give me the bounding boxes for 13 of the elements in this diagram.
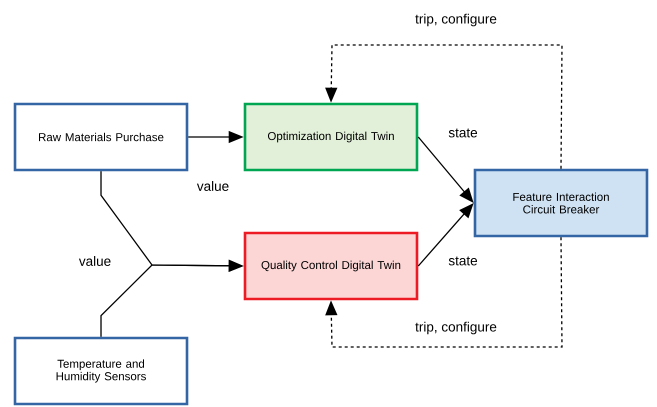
process-box: Quality Control Digital Twin bbox=[244, 232, 418, 300]
process-box: Raw Materials Purchase bbox=[14, 102, 188, 172]
arrow bbox=[325, 44, 563, 169]
edge-label: state bbox=[447, 128, 479, 138]
process-box: Optimization Digital Twin bbox=[244, 102, 418, 172]
edge-label: trip, configure bbox=[414, 12, 498, 28]
process-box: Feature Interaction Circuit Breaker bbox=[474, 168, 648, 238]
process-box: Temperature and Humidity Sensors bbox=[14, 336, 188, 406]
edge-label: value bbox=[78, 255, 112, 267]
arrow bbox=[325, 237, 563, 348]
edge-label: trip, configure bbox=[414, 320, 498, 336]
edge-label: state bbox=[447, 256, 479, 266]
edge-label: value bbox=[196, 180, 230, 192]
